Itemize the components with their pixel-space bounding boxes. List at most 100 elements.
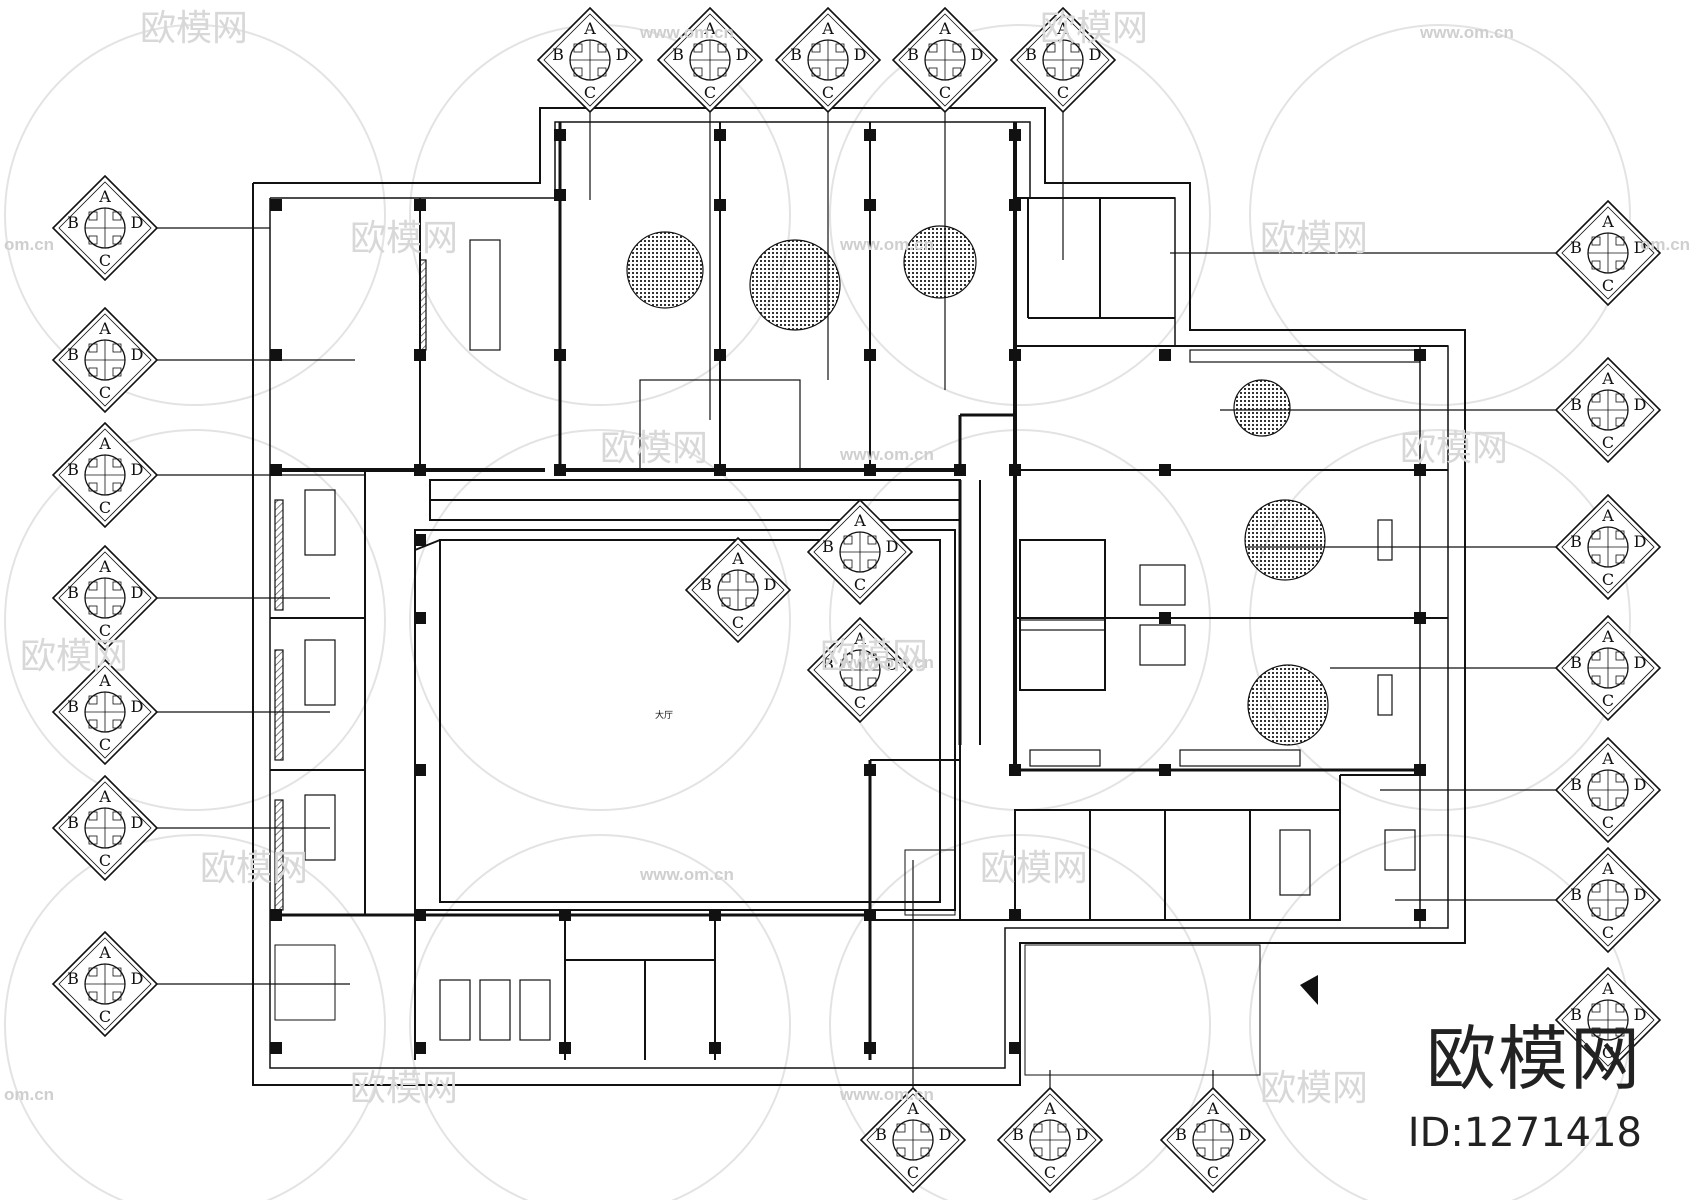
watermark-url-fragment-2: om.cn — [1640, 235, 1690, 254]
index-letter-d: D — [886, 537, 899, 556]
watermark-brand-7: 欧模网 — [820, 635, 928, 676]
index-letter-d: D — [616, 45, 629, 64]
column-31 — [1414, 612, 1426, 624]
column-14 — [864, 349, 876, 361]
index-letter-b: B — [1570, 885, 1582, 904]
index-letter-d: D — [971, 45, 984, 64]
column-48 — [1009, 1042, 1021, 1054]
index-letter-b: B — [1570, 238, 1582, 257]
watermark-url-6: www.om.cn — [839, 1085, 934, 1104]
index-letter-d: D — [1634, 238, 1647, 257]
column-38 — [414, 909, 426, 921]
index-letter-d: D — [131, 345, 144, 364]
column-24 — [1009, 464, 1021, 476]
column-28 — [414, 612, 426, 624]
index-letter-a: A — [98, 434, 111, 453]
index-letter-b: B — [552, 45, 564, 64]
index-letter-b: B — [67, 460, 79, 479]
index-letter-b: B — [67, 969, 79, 988]
index-letter-a: A — [98, 187, 111, 206]
index-letter-b: B — [822, 655, 834, 674]
column-34 — [1414, 764, 1426, 776]
index-letter-b: B — [907, 45, 919, 64]
brand-watermark-id: ID:1271418 — [1407, 1110, 1642, 1156]
watermark-brand-0: 欧模网 — [140, 7, 248, 48]
watermark-brand-9: 欧模网 — [980, 847, 1088, 888]
index-letter-b: B — [1570, 653, 1582, 672]
index-letter-a: A — [1601, 212, 1614, 231]
index-letter-d: D — [1634, 395, 1647, 414]
column-40 — [709, 909, 721, 921]
index-letter-a: A — [1601, 506, 1614, 525]
index-letter-b: B — [67, 697, 79, 716]
column-18 — [270, 464, 282, 476]
index-letter-a: A — [1601, 627, 1614, 646]
index-letter-c: C — [99, 498, 111, 517]
index-letter-b: B — [822, 537, 834, 556]
watermark-url-fragment-1: om.cn — [4, 1085, 54, 1104]
index-letter-a: A — [98, 319, 111, 338]
index-letter-b: B — [67, 213, 79, 232]
column-29 — [414, 764, 426, 776]
index-letter-c: C — [1602, 813, 1614, 832]
index-letter-b: B — [875, 1125, 887, 1144]
index-letter-c: C — [99, 735, 111, 754]
column-7 — [714, 199, 726, 211]
index-letter-d: D — [854, 45, 867, 64]
column-2 — [554, 129, 566, 141]
index-letter-d: D — [1634, 1005, 1647, 1024]
column-0 — [270, 199, 282, 211]
building-walls — [252, 107, 1466, 1086]
column-3 — [714, 129, 726, 141]
index-letter-a: A — [98, 787, 111, 806]
index-letter-a: A — [821, 19, 834, 38]
index-letter-b: B — [67, 583, 79, 602]
index-letter-a: A — [583, 19, 596, 38]
index-letter-d: D — [1634, 775, 1647, 794]
watermark-url-fragment-0: om.cn — [4, 235, 54, 254]
index-letter-c: C — [854, 693, 866, 712]
column-10 — [270, 349, 282, 361]
watermark-circles — [4, 24, 1631, 1200]
index-letter-c: C — [1044, 1163, 1056, 1182]
index-letter-b: B — [1570, 775, 1582, 794]
watermark-url-3: www.om.cn — [839, 445, 934, 464]
column-6 — [554, 189, 566, 201]
column-26 — [1414, 464, 1426, 476]
watermark-brand-1: 欧模网 — [1040, 7, 1148, 48]
index-letter-c: C — [1602, 1043, 1614, 1062]
index-letter-d: D — [131, 460, 144, 479]
index-letter-c: C — [1602, 570, 1614, 589]
index-letter-a: A — [1601, 749, 1614, 768]
index-letter-a: A — [1206, 1099, 1219, 1118]
column-43 — [270, 1042, 282, 1054]
index-letter-b: B — [1570, 532, 1582, 551]
watermark-brand-5: 欧模网 — [1400, 427, 1508, 468]
structural-columns — [270, 129, 1426, 1054]
index-letter-d: D — [1634, 532, 1647, 551]
index-letter-c: C — [99, 851, 111, 870]
index-letter-d: D — [131, 969, 144, 988]
index-letter-a: A — [703, 19, 716, 38]
watermark-brand-11: 欧模网 — [1260, 1067, 1368, 1108]
index-letter-a: A — [98, 557, 111, 576]
index-letter-a: A — [1601, 859, 1614, 878]
column-1 — [414, 199, 426, 211]
index-letter-a: A — [1601, 369, 1614, 388]
index-letter-c: C — [99, 251, 111, 270]
index-letter-a: A — [731, 549, 744, 568]
watermark-url-5: www.om.cn — [639, 865, 734, 884]
watermark-brand-3: 欧模网 — [1260, 217, 1368, 258]
index-letter-b: B — [1012, 1125, 1024, 1144]
index-letter-c: C — [907, 1163, 919, 1182]
